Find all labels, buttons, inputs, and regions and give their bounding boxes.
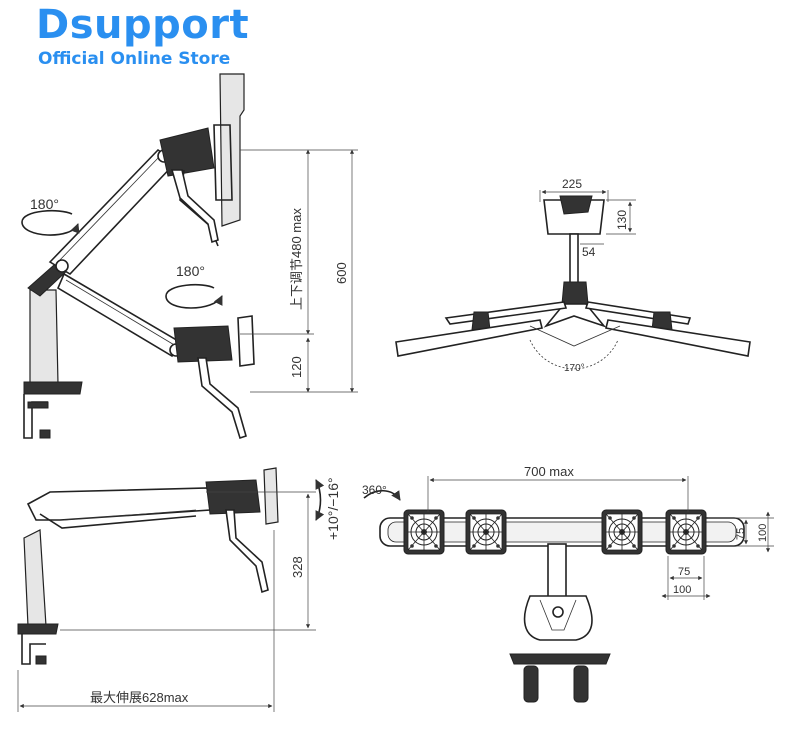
total-height-label: 600 [334,262,349,284]
side-view: 180° 180° 上下调节480 max 600 120 [21,73,358,440]
pole-height-label: 328 [290,556,305,578]
vesa-75-horizontal: 75 [678,566,690,578]
vesa-100-horizontal: 100 [673,584,691,596]
brand-title: Dsupport [36,2,250,48]
pole-width-label: 54 [582,245,596,259]
mount-height-label: 130 [615,210,629,230]
mount-width-label: 225 [562,177,582,191]
vesa-100-vertical: 100 [757,524,769,542]
spread-angle-label: 170° [564,363,585,374]
extension-view: +10°/−16° 328 最大伸展628max [17,467,341,712]
bottom-height-label: 120 [289,356,304,378]
top-view: 170° 225 130 54 [395,177,751,374]
max-reach-label: 最大伸展628max [90,690,189,705]
front-view: 360° 700 max 75 100 75 100 [362,464,774,703]
rotation-lower-label: 180° [176,263,205,279]
max-width-label: 700 max [524,464,574,479]
swivel-label: 360° [362,483,387,497]
height-adjust-label: 上下调节480 max [289,208,304,310]
brand-subtitle: Official Online Store [38,49,231,69]
tilt-label: +10°/−16° [325,477,341,540]
rotation-upper-label: 180° [30,196,59,212]
vesa-75-vertical: 75 [735,528,747,540]
